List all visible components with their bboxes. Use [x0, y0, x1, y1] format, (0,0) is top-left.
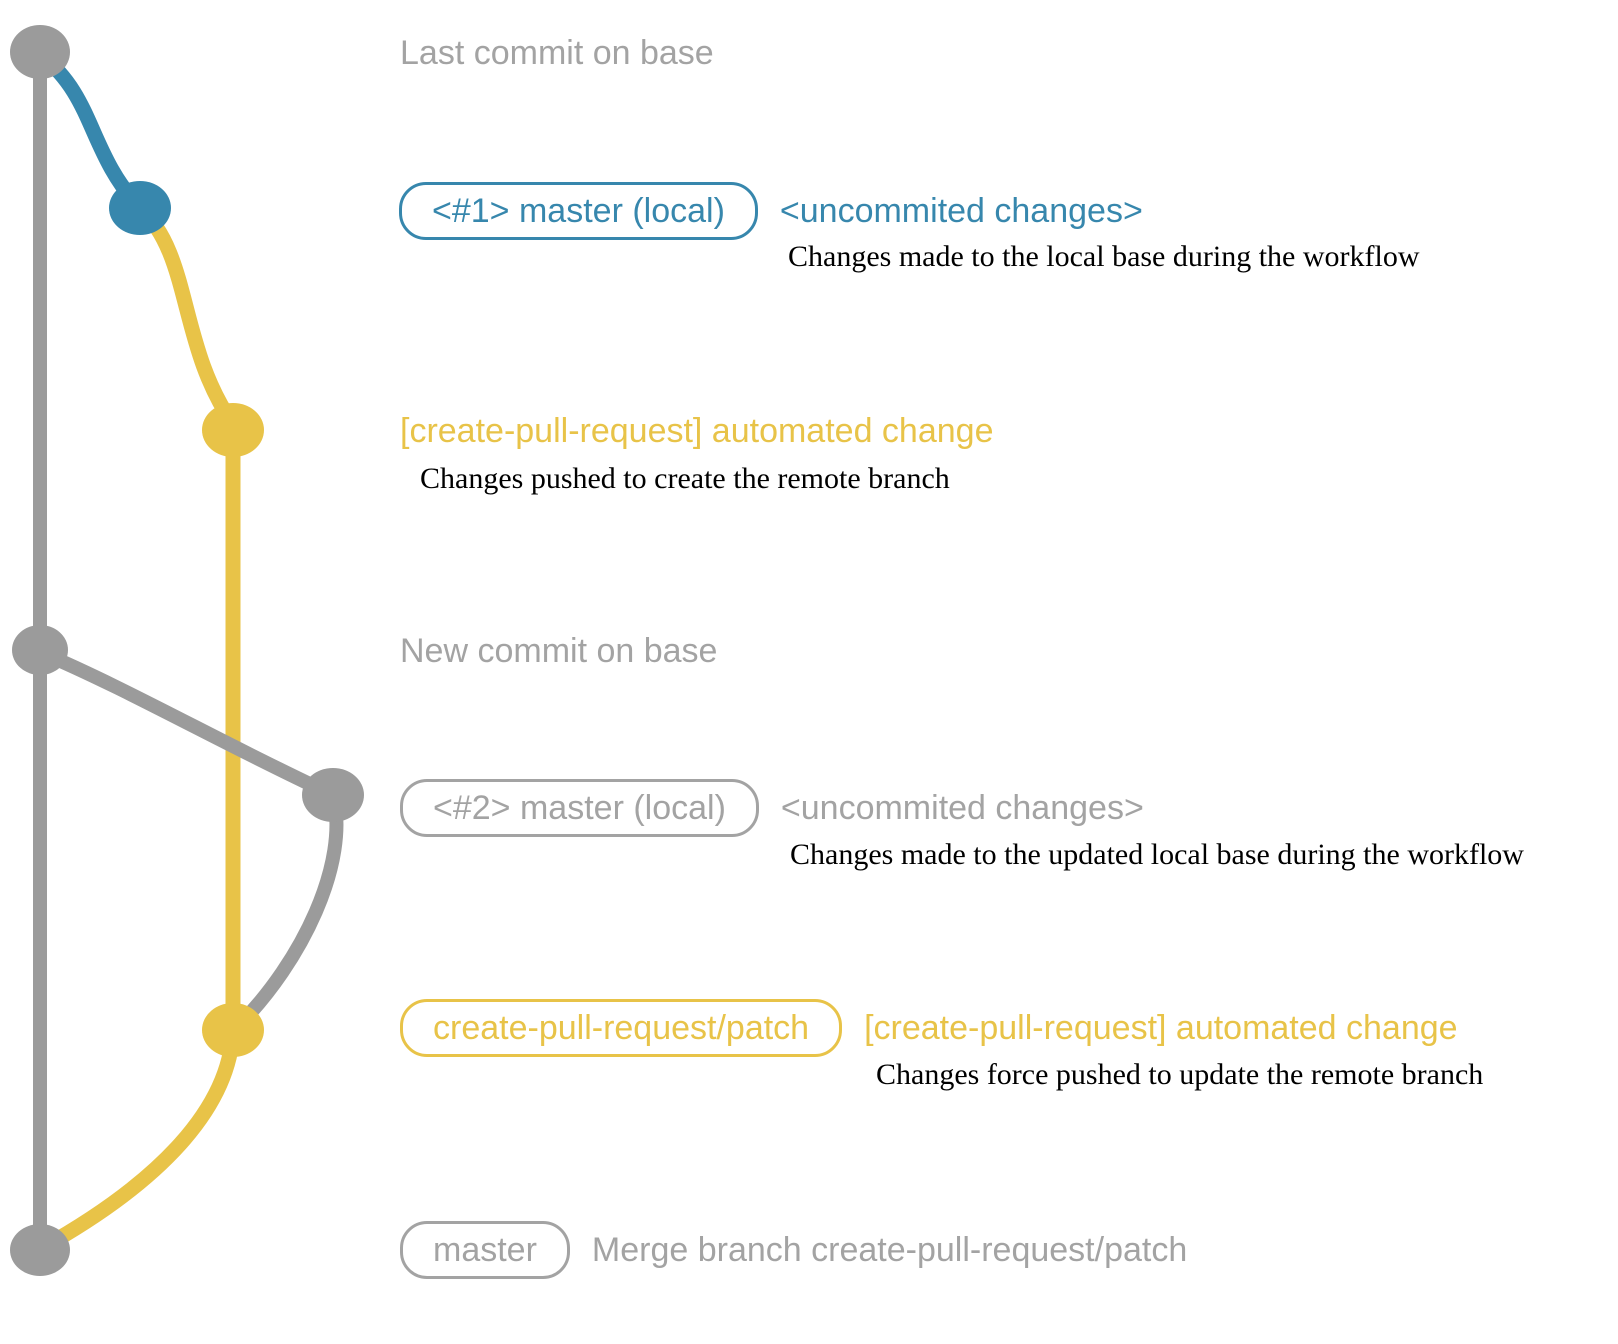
badge-create-pull-request-patch: create-pull-request/patch [400, 999, 843, 1057]
git-graph [10, 25, 364, 1276]
branch-line-updated-local-out [33, 645, 340, 802]
label-last-commit-on-base: Last commit on base [400, 34, 714, 72]
commit-dot-local-2 [302, 768, 364, 822]
commit-dot-last-on-base [10, 25, 70, 79]
badge-master-local-2: <#2> master (local) [400, 779, 759, 837]
badge-master-local-1: <#1> master (local) [399, 182, 758, 240]
row-patch-branch: create-pull-request/patch [create-pull-r… [400, 999, 1458, 1057]
row-merge: master Merge branch create-pull-request/… [400, 1221, 1187, 1279]
annotation-uncommited-changes-2: <uncommited changes> [780, 788, 1144, 827]
description-local-changes-2: Changes made to the updated local base d… [790, 838, 1524, 871]
description-force-pushed: Changes force pushed to update the remot… [876, 1058, 1484, 1091]
label-automated-change-1: [create-pull-request] automated change [400, 412, 994, 450]
commit-dot-automated-change-2 [202, 1003, 264, 1057]
row-local-2: <#2> master (local) <uncommited changes> [400, 779, 1144, 837]
label-new-commit-on-base: New commit on base [400, 632, 718, 670]
commit-dot-automated-change-1 [202, 403, 264, 457]
description-pushed-to-create: Changes pushed to create the remote bran… [420, 462, 950, 495]
description-local-changes-1: Changes made to the local base during th… [788, 240, 1420, 273]
commit-dot-new-on-base [12, 625, 68, 675]
badge-master: master [400, 1221, 570, 1279]
commit-dot-merge [10, 1224, 70, 1276]
annotation-uncommited-changes-1: <uncommited changes> [779, 191, 1143, 230]
branch-line-patch-merge [34, 1022, 241, 1256]
branch-line-patch-upper [132, 200, 241, 1038]
branch-line-updated-local-return [231, 788, 344, 1033]
label-automated-change-2: [create-pull-request] automated change [864, 1008, 1458, 1047]
row-local-1: <#1> master (local) <uncommited changes> [399, 182, 1143, 240]
commit-dot-local-1 [109, 181, 171, 235]
label-merge-branch: Merge branch create-pull-request/patch [591, 1230, 1188, 1269]
